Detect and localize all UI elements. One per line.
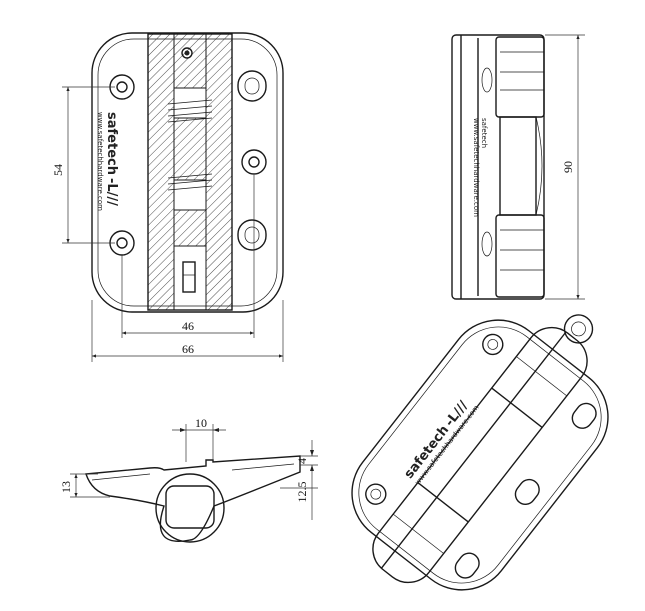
side-brand-text: safetech: [480, 118, 488, 148]
dim-side-height: 90: [561, 161, 575, 173]
front-section-view: safetech -L/// www.safetechhardware.com …: [51, 32, 284, 362]
front-website-text: www.safetechhardware.com: [96, 112, 104, 211]
side-view: safetech www.safetechhardware.com 90: [451, 34, 585, 300]
isometric-view: safetech -L/// www.safetechhardware.com: [351, 314, 609, 591]
dim-front-height: 54: [51, 164, 65, 176]
dim-top-tab-width: 10: [195, 416, 207, 430]
dim-top-height-left: 13: [59, 481, 73, 493]
top-view: 10 13 4 12.5: [59, 416, 318, 543]
front-brand-suffix: -L///: [104, 178, 119, 206]
front-brand-text: safetech: [104, 112, 119, 175]
dim-top-offset: 4: [295, 458, 309, 464]
side-website-text: www.safetechhardware.com: [472, 118, 480, 217]
dim-top-height-right: 12.5: [295, 482, 309, 503]
dim-front-outer-width: 66: [182, 342, 194, 356]
dim-front-inner-width: 46: [182, 319, 194, 333]
